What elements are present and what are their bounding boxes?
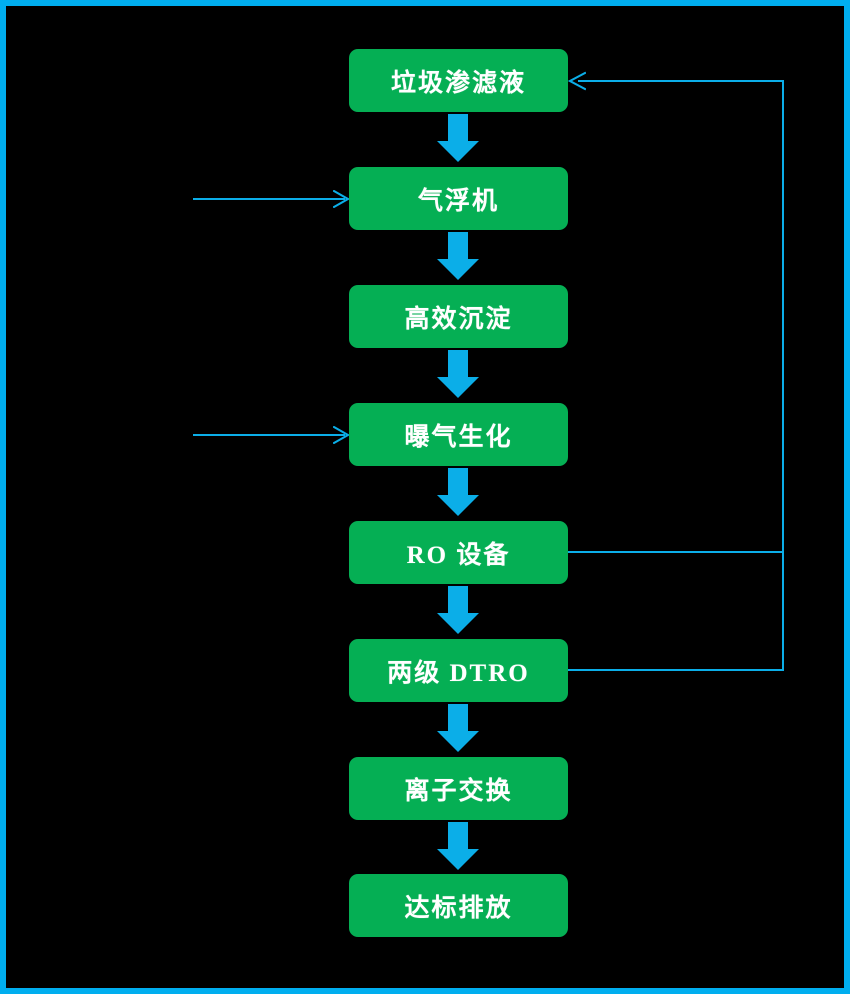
node-dtro[interactable]: 两级 DTRO <box>349 639 568 702</box>
recycle-branch-ro <box>568 551 784 553</box>
flow-arrow-flotation-to-settling <box>437 232 479 280</box>
feed-line-flotation <box>193 198 345 200</box>
flow-arrow-dtro-to-ionex <box>437 704 479 752</box>
flow-arrow-settling-to-aeration <box>437 350 479 398</box>
node-settling[interactable]: 高效沉淀 <box>349 285 568 348</box>
flow-arrow-ro-to-dtro <box>437 586 479 634</box>
recycle-branch-dtro <box>568 669 784 671</box>
node-flotation[interactable]: 气浮机 <box>349 167 568 230</box>
node-discharge[interactable]: 达标排放 <box>349 874 568 937</box>
recycle-riser <box>782 80 784 671</box>
flow-arrow-ionex-to-discharge <box>437 822 479 870</box>
flow-arrow-leachate-to-flotation <box>437 114 479 162</box>
feed-arrowhead-flotation-icon <box>333 190 349 208</box>
flow-arrow-aeration-to-ro <box>437 468 479 516</box>
recycle-arrowhead-icon <box>568 71 586 91</box>
feed-line-aeration <box>193 434 345 436</box>
node-ro[interactable]: RO 设备 <box>349 521 568 584</box>
recycle-return-to-leachate <box>578 80 784 82</box>
feed-arrowhead-aeration-icon <box>333 426 349 444</box>
node-aeration[interactable]: 曝气生化 <box>349 403 568 466</box>
node-ionex[interactable]: 离子交换 <box>349 757 568 820</box>
node-leachate[interactable]: 垃圾渗滤液 <box>349 49 568 112</box>
